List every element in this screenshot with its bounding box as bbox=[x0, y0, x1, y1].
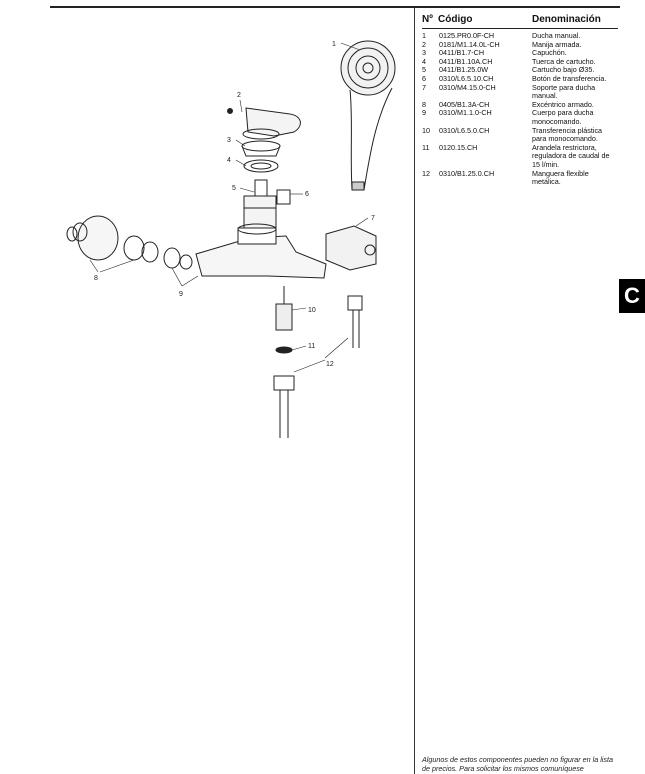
row-denominacion: Capuchón. bbox=[532, 48, 567, 58]
callout-3: 3 bbox=[227, 137, 231, 144]
row-denominacion: Excéntrico armado. bbox=[532, 99, 594, 109]
callout-9: 9 bbox=[179, 291, 183, 298]
table-row: 8 0405/B1.3A-CH Excéntrico armado. bbox=[422, 99, 618, 110]
row-denominacion: Arandela restrictora, reguladora de caud… bbox=[532, 142, 610, 169]
hand-shower-drawing bbox=[340, 40, 396, 191]
footnote: Algunos de estos componentes pueden no f… bbox=[422, 755, 613, 773]
row-n: 3 bbox=[422, 48, 426, 58]
shower-holder-drawing bbox=[325, 225, 377, 271]
row-denominacion: Manguera flexible metálica. bbox=[532, 168, 589, 187]
table-row: 10 0310/L6.5.0.CH Transferencia plástica p… bbox=[422, 125, 618, 144]
cartridge-drawing bbox=[243, 179, 277, 229]
col-codigo-header: Código bbox=[438, 14, 473, 25]
callout-11: 11 bbox=[308, 343, 315, 350]
parts-table: Nº Código Denominación 1 0125.PR0.0F-CH Du… bbox=[422, 14, 618, 187]
row-n: 10 bbox=[422, 125, 430, 135]
callout-6: 6 bbox=[305, 191, 309, 198]
section-tab: C bbox=[619, 279, 645, 313]
row-denominacion: Soporte para ducha manual. bbox=[532, 82, 596, 101]
table-row: 9 0310/M1.1.0-CH Cuerpo para ducha monocom… bbox=[422, 108, 618, 126]
callout-4: 4 bbox=[227, 157, 231, 164]
row-codigo: 0405/B1.3A-CH bbox=[439, 99, 490, 109]
table-row: 11 0120.15.CH Arandela restrictora, regula… bbox=[422, 142, 618, 170]
row-denominacion: Manija armada. bbox=[532, 39, 582, 49]
row-n: 9 bbox=[422, 108, 426, 118]
callout-8: 8 bbox=[94, 275, 98, 282]
table-row: 5 0411/B1.25.0W Cartucho bajo Ø35. bbox=[422, 66, 618, 75]
callout-10: 10 bbox=[308, 307, 316, 314]
col-n-header: Nº bbox=[422, 14, 433, 25]
column-divider bbox=[414, 8, 415, 774]
lever-handle-drawing bbox=[227, 107, 301, 140]
transfer-drawing bbox=[275, 286, 293, 331]
row-denominacion: Tuerca de cartucho. bbox=[532, 56, 596, 66]
row-n: 12 bbox=[422, 168, 430, 178]
callout-12: 12 bbox=[326, 361, 334, 368]
row-denominacion: Ducha manual. bbox=[532, 31, 581, 40]
row-denominacion: Cuerpo para ducha monocomando. bbox=[532, 108, 594, 126]
callout-1: 1 bbox=[332, 41, 336, 48]
row-codigo: 0181/M1.14.0L-CH bbox=[439, 39, 500, 49]
parts-table-header: Nº Código Denominación bbox=[422, 14, 618, 29]
eccentric-drawing bbox=[66, 215, 193, 270]
row-n: 2 bbox=[422, 39, 426, 49]
row-denominacion: Transferencia plástica para monocomando. bbox=[532, 125, 603, 144]
row-n: 4 bbox=[422, 56, 426, 66]
row-denominacion: Cartucho bajo Ø35. bbox=[532, 65, 595, 75]
row-codigo: 0411/B1.7-CH bbox=[439, 48, 485, 58]
row-codigo: 0120.15.CH bbox=[439, 142, 478, 152]
table-row: 1 0125.PR0.0F-CH Ducha manual. bbox=[422, 31, 618, 41]
row-n: 11 bbox=[422, 142, 430, 152]
row-codigo: 0411/B1.25.0W bbox=[439, 65, 489, 75]
callout-2: 2 bbox=[237, 92, 241, 99]
row-n: 6 bbox=[422, 73, 426, 83]
row-denominacion: Botón de transferencia. bbox=[532, 73, 607, 83]
row-n: 7 bbox=[422, 82, 426, 92]
table-row: 3 0411/B1.7-CH Capuchón. bbox=[422, 49, 618, 58]
row-codigo: 0125.PR0.0F-CH bbox=[439, 31, 495, 40]
row-codigo: 0310/M1.1.0-CH bbox=[439, 108, 492, 118]
row-n: 1 bbox=[422, 31, 426, 40]
row-codigo: 0310/B1.25.0.CH bbox=[439, 168, 495, 178]
table-row: 12 0310/B1.25.0.CH Manguera flexible metál… bbox=[422, 168, 618, 187]
exploded-diagram: 1 2 3 4 5 6 7 8 9 10 11 12 bbox=[66, 40, 396, 438]
row-n: 8 bbox=[422, 99, 426, 109]
row-codigo: 0310/L6.5.0.CH bbox=[439, 125, 490, 135]
row-n: 5 bbox=[422, 65, 426, 75]
top-rule bbox=[50, 6, 620, 8]
table-row: 2 0181/M1.14.0L-CH Manija armada. bbox=[422, 39, 618, 50]
table-row: 7 0310/M4.15.0-CH Soporte para ducha manua… bbox=[422, 82, 618, 101]
hose-drawing bbox=[273, 295, 363, 438]
parts-table-body: 1 0125.PR0.0F-CH Ducha manual. 2 0181/M1.14… bbox=[422, 31, 618, 187]
row-codigo: 0310/L6.5.10.CH bbox=[439, 73, 494, 83]
table-row: 6 0310/L6.5.10.CH Botón de transferencia. bbox=[422, 73, 618, 84]
table-row: 4 0411/B1.10A.CH Tuerca de cartucho. bbox=[422, 56, 618, 67]
row-codigo: 0310/M4.15.0-CH bbox=[439, 82, 496, 92]
callout-7: 7 bbox=[371, 215, 375, 222]
mixer-body-drawing bbox=[195, 223, 327, 279]
callout-5: 5 bbox=[232, 185, 236, 192]
col-denominacion-header: Denominación bbox=[532, 14, 601, 25]
row-codigo: 0411/B1.10A.CH bbox=[439, 56, 493, 66]
